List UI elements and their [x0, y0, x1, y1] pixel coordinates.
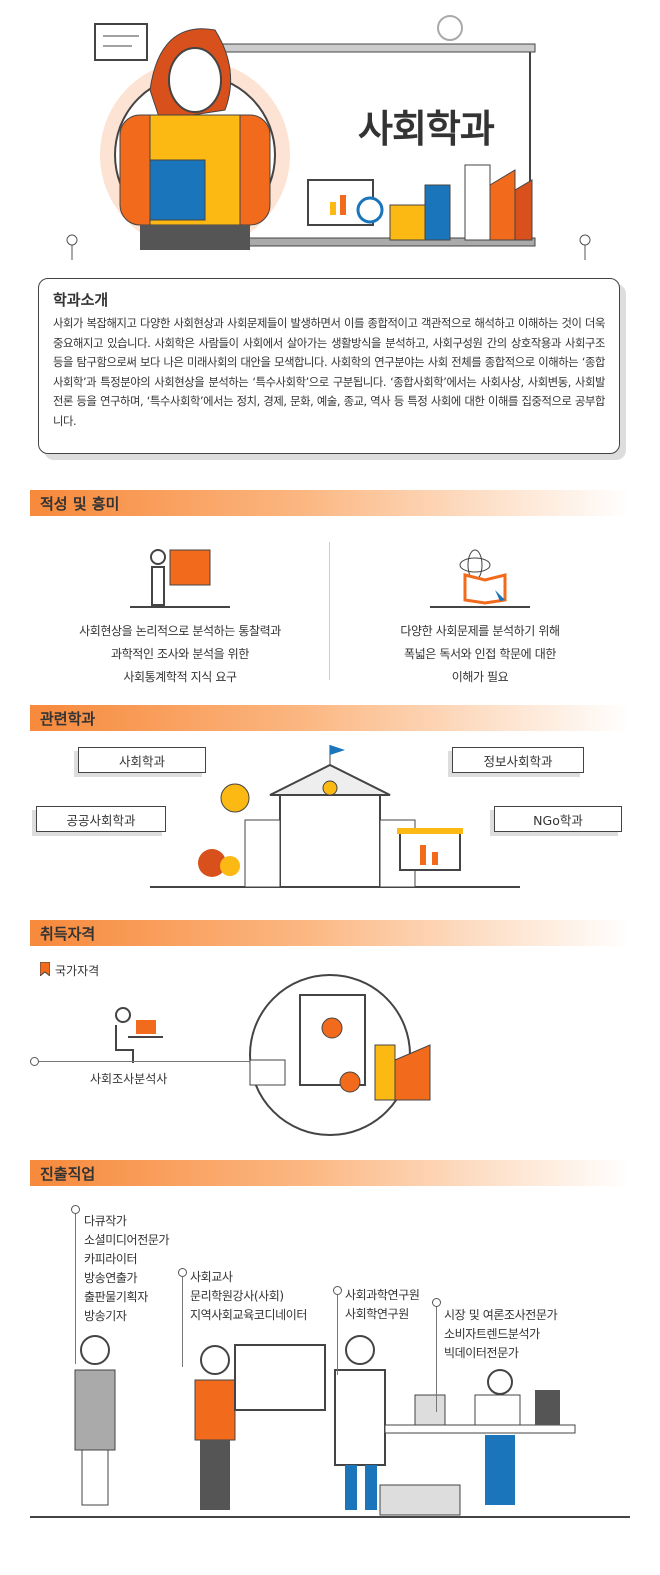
line: 사회통계학적 지식 요구: [123, 670, 237, 684]
page-title: 사회학과: [358, 107, 495, 151]
header-illustration: [66, 15, 591, 260]
intro-heading: 학과소개: [53, 291, 109, 309]
connector-line: [436, 1307, 437, 1412]
career-item: 소비자트렌드분석가: [444, 1327, 540, 1341]
bullet-dot: [333, 1286, 342, 1295]
bullet-dot: [432, 1298, 441, 1307]
certificate-illustration: [249, 974, 431, 1136]
connector-line: [39, 1061, 249, 1062]
career-item: 사회학연구원: [345, 1307, 409, 1321]
career-item: 카피라이터: [84, 1252, 138, 1266]
career-group-2: 사회교사 문리학원강사(사회) 지역사회교육코디네이터: [190, 1268, 307, 1325]
presentation-icon: [130, 549, 230, 608]
section-aptitude: 적성 및 흥미: [30, 490, 630, 516]
line: 폭넓은 독서와 인접 학문에 대한: [404, 647, 556, 661]
career-item: 방송연출가: [84, 1271, 138, 1285]
related-dept-3: 공공사회학과: [36, 806, 166, 832]
related-dept-1: 사회학과: [78, 747, 206, 773]
career-group-3: 사회과학연구원 사회학연구원: [345, 1286, 420, 1324]
career-item: 문리학원강사(사회): [190, 1289, 284, 1303]
related-dept-2: 정보사회학과: [452, 747, 584, 773]
connector-line: [182, 1277, 183, 1367]
career-item: 시장 및 여론조사전문가: [444, 1308, 558, 1322]
line: 다양한 사회문제를 분석하기 위해: [400, 624, 560, 638]
bookmark-icon: [40, 962, 50, 976]
section-related: 관련학과: [30, 705, 630, 731]
career-group-4: 시장 및 여론조사전문가 소비자트렌드분석가 빅데이터전문가: [444, 1306, 558, 1363]
career-item: 지역사회교육코디네이터: [190, 1308, 308, 1322]
aptitude-item-1: 사회현상을 논리적으로 분석하는 통찰력과 과학적인 조사와 분석을 위한 사회…: [30, 620, 330, 689]
careers-illustration: [30, 1335, 630, 1518]
divider: [329, 542, 330, 680]
career-group-1: 다큐작가 소셜미디어전문가 카피라이터 방송연출가 출판물기획자 방송기자: [84, 1212, 170, 1326]
line: 이해가 필요: [451, 670, 509, 684]
career-item: 사회과학연구원: [345, 1288, 420, 1302]
section-qualification: 취득자격: [30, 920, 630, 946]
person-at-desk-icon: [115, 1007, 163, 1063]
career-item: 출판물기획자: [84, 1290, 148, 1304]
career-item: 다큐작가: [84, 1214, 127, 1228]
qualification-category: 국가자격: [55, 964, 100, 978]
line: 사회현상을 논리적으로 분석하는 통찰력과: [79, 624, 281, 638]
book-atom-icon: [430, 549, 530, 608]
career-item: 빅데이터전문가: [444, 1346, 519, 1360]
intro-body: 사회가 복잡해지고 다양한 사회현상과 사회문제들이 발생하면서 이를 종합적이…: [53, 317, 605, 428]
line: 과학적인 조사와 분석을 위한: [111, 647, 249, 661]
connector-line: [337, 1295, 338, 1375]
aptitude-item-2: 다양한 사회문제를 분석하기 위해 폭넓은 독서와 인접 학문에 대한 이해가 …: [330, 620, 630, 689]
bullet-dot: [30, 1057, 39, 1066]
qualification-item: 사회조사분석사: [90, 1072, 168, 1086]
school-illustration: [150, 745, 520, 888]
bullet-dot: [178, 1268, 187, 1277]
career-item: 방송기자: [84, 1309, 127, 1323]
intro-box: 학과소개 사회가 복잡해지고 다양한 사회현상과 사회문제들이 발생하면서 이를…: [38, 278, 620, 454]
section-careers: 진출직업: [30, 1160, 630, 1186]
career-item: 사회교사: [190, 1270, 233, 1284]
related-dept-4: NGo학과: [494, 806, 622, 832]
connector-line: [75, 1214, 76, 1364]
bullet-dot: [71, 1205, 80, 1214]
career-item: 소셜미디어전문가: [84, 1233, 170, 1247]
